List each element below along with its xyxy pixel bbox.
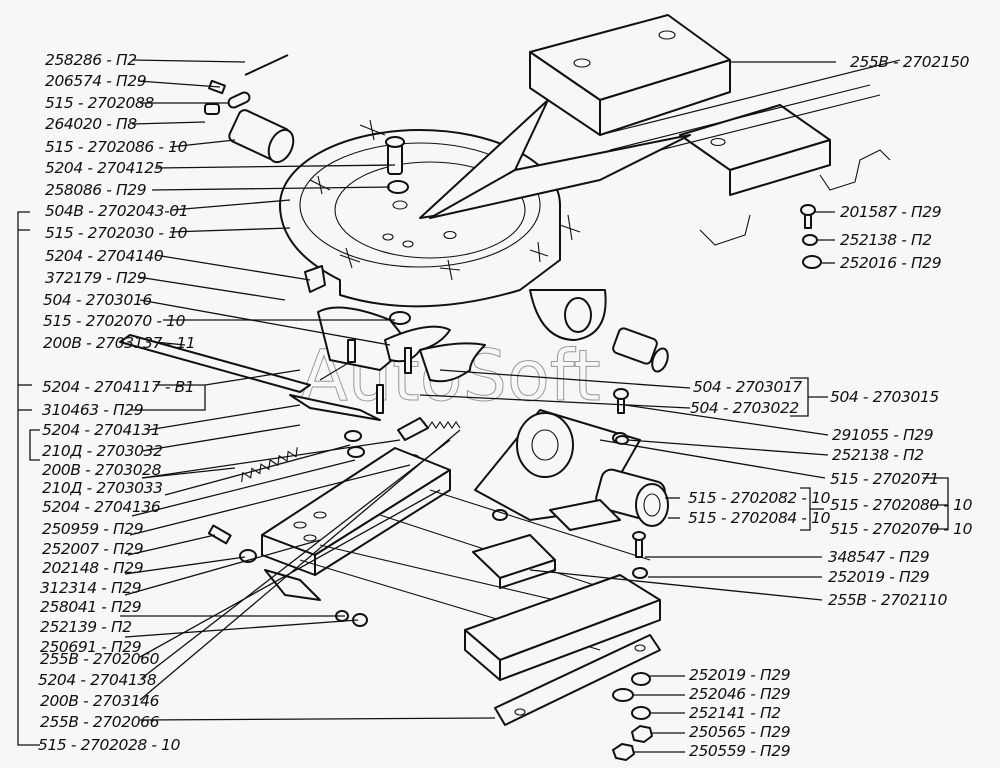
- part-label: 515 - 2702084 - 10: [688, 509, 831, 527]
- part-label: 258041 - П29: [40, 598, 141, 616]
- part-label: 200В - 2703146: [40, 692, 160, 710]
- mounting-frame: [207, 447, 661, 726]
- saddle-bracket: [474, 388, 669, 531]
- bolt-3: [207, 524, 232, 545]
- spring-pin: [347, 339, 356, 363]
- part-label: 252139 - П2: [40, 618, 132, 636]
- part-label: 504 - 2703022: [690, 399, 799, 417]
- grease-nipple: [204, 103, 220, 115]
- buffer-cylinder: [612, 327, 658, 365]
- part-label: 252046 - П29: [689, 685, 790, 703]
- jaw-lever-2: [419, 342, 486, 383]
- washer: [387, 180, 409, 194]
- part-label: 5204 - 2704117 - В1: [42, 378, 194, 396]
- part-label: 504 - 2703016: [43, 291, 152, 309]
- part-label: 250959 - П29: [42, 520, 143, 538]
- mounting-strip: [494, 634, 661, 726]
- part-label: 310463 - П29: [42, 401, 143, 419]
- part-label: 5204 - 2704131: [42, 421, 160, 439]
- part-label: 252019 - П29: [828, 568, 929, 586]
- part-label: 255В - 2702110: [828, 591, 948, 609]
- part-label: 252141 - П2: [689, 704, 781, 722]
- part-label: 264020 - П8: [45, 115, 137, 133]
- part-label: 515 - 2702070 - 10: [43, 312, 186, 330]
- small-parts-top-left: [204, 54, 295, 164]
- part-label: 250559 - П29: [689, 742, 790, 760]
- part-label: 200В - 2703028: [42, 461, 162, 479]
- spring: [241, 447, 298, 483]
- part-label: 210Д - 2703032: [42, 442, 163, 460]
- part-label: 5204 - 2704140: [45, 247, 164, 265]
- part-label: 252019 - П29: [689, 666, 790, 684]
- part-label: 250565 - П29: [689, 723, 790, 741]
- part-label: 252007 - П29: [42, 540, 143, 558]
- part-label: 515 - 2702082 - 10: [688, 489, 831, 507]
- part-label: 5204 - 2704125: [45, 159, 163, 177]
- pivot-cylinder: [228, 109, 295, 164]
- part-label: 515 - 2702071: [830, 470, 939, 488]
- cotter-pin: [244, 54, 289, 76]
- part-label: 504 - 2703017: [693, 378, 802, 396]
- part-label: 252138 - П2: [840, 231, 932, 249]
- frame-foot: [264, 569, 321, 601]
- part-label: 515 - 2702086 - 10: [45, 138, 188, 156]
- part-label: 5204 - 2704136: [42, 498, 161, 516]
- part-label: 515 - 2702080 - 10: [830, 496, 973, 514]
- part-label: 291055 - П29: [832, 426, 933, 444]
- fifth-wheel-coupling-plate: [279, 14, 901, 341]
- part-label: 258286 - П2: [45, 51, 137, 69]
- lock-mechanism: [119, 306, 486, 483]
- release-handle: [119, 334, 311, 393]
- part-label: 202148 - П29: [42, 559, 143, 577]
- labels-left: 258286 - П2 206574 - П29 515 - 2702088 2…: [38, 51, 196, 754]
- part-label: 515 - 2702088: [45, 94, 154, 112]
- part-label: 515 - 2702070 - 10: [830, 520, 973, 538]
- flat-washer: [802, 255, 822, 269]
- part-label: 258086 - П29: [45, 181, 146, 199]
- link-plate: [227, 91, 251, 109]
- part-label: 255В - 2702150: [850, 53, 970, 71]
- part-label: 255В - 2702066: [40, 713, 160, 731]
- part-label: 200В - 2703137 - 11: [43, 334, 195, 352]
- latch-plate: [397, 417, 429, 441]
- part-label: 515 - 2702028 - 10: [38, 736, 181, 754]
- leader-lines: [17, 59, 949, 753]
- part-label: 252016 - П29: [840, 254, 941, 272]
- part-label: 312314 - П29: [40, 579, 141, 597]
- fastener-stack: [612, 672, 653, 761]
- part-label: 250691 - П29: [40, 638, 141, 656]
- part-label: 348547 - П29: [828, 548, 929, 566]
- part-label: 255В - 2702060: [40, 650, 160, 668]
- small-parts-right: [612, 204, 822, 373]
- part-label: 515 - 2702030 - 10: [45, 224, 188, 242]
- spring-washer: [802, 234, 818, 246]
- part-label: 206574 - П29: [45, 72, 146, 90]
- part-label: 210Д - 2703033: [42, 479, 163, 497]
- part-label: 5204 - 2704138: [38, 671, 157, 689]
- part-label: 504 - 2703015: [830, 388, 939, 406]
- part-label: 252138 - П2: [832, 446, 924, 464]
- part-label: 504В - 2702043-01: [45, 202, 188, 220]
- part-label: 372179 - П29: [45, 269, 146, 287]
- part-label: 201587 - П29: [840, 203, 941, 221]
- labels-right: 255В - 2702150 201587 - П29 252138 - П2 …: [688, 53, 973, 760]
- bearing-housing: [516, 412, 574, 478]
